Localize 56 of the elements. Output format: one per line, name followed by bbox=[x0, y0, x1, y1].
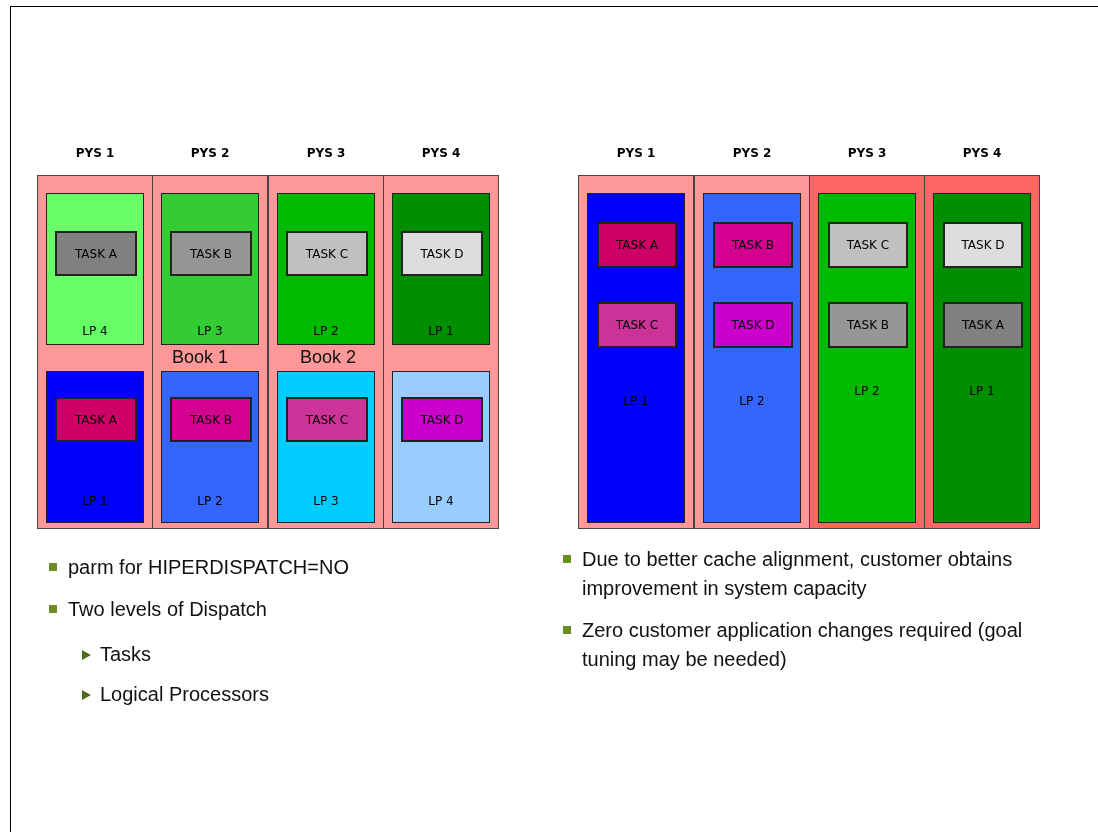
partition-label: LP 3 bbox=[196, 324, 224, 338]
task-box: TASK B bbox=[170, 231, 252, 276]
column-heading: PYS 2 bbox=[189, 146, 231, 160]
task-box: TASK C bbox=[286, 231, 368, 276]
task-box: TASK B bbox=[713, 222, 793, 268]
task-box: TASK D bbox=[401, 231, 483, 276]
partition-box bbox=[161, 371, 259, 523]
partition-box bbox=[277, 371, 375, 523]
partition-label: LP 1 bbox=[81, 494, 109, 508]
book-label: Book 2 bbox=[300, 346, 358, 369]
partition-label: LP 1 bbox=[427, 324, 455, 338]
partition-box bbox=[277, 193, 375, 345]
task-box: TASK D bbox=[401, 397, 483, 442]
partition-label: LP 4 bbox=[427, 494, 455, 508]
task-box: TASK A bbox=[55, 397, 137, 442]
column-heading: PYS 2 bbox=[731, 146, 773, 160]
task-box: TASK C bbox=[828, 222, 908, 268]
bullet-text: Tasks bbox=[100, 642, 153, 667]
partition-label: LP 1 bbox=[968, 384, 996, 398]
partition-box bbox=[392, 193, 490, 345]
partition-box bbox=[818, 193, 916, 523]
partition-label: LP 2 bbox=[312, 324, 340, 338]
partition-box bbox=[161, 193, 259, 345]
partition-box bbox=[46, 193, 144, 345]
task-box: TASK B bbox=[828, 302, 908, 348]
bullet-text: Logical Processors bbox=[100, 682, 270, 707]
task-box: TASK D bbox=[713, 302, 793, 348]
column-heading: PYS 4 bbox=[420, 146, 462, 160]
task-box: TASK A bbox=[943, 302, 1023, 348]
task-box: TASK D bbox=[943, 222, 1023, 268]
partition-label: LP 3 bbox=[312, 494, 340, 508]
bullet-text: parm for HIPERDISPATCH=NO bbox=[68, 555, 350, 580]
column-heading: PYS 1 bbox=[615, 146, 657, 160]
partition-label: LP 1 bbox=[622, 394, 650, 408]
book-label: Book 1 bbox=[172, 346, 230, 369]
partition-label: LP 2 bbox=[196, 494, 224, 508]
task-box: TASK A bbox=[597, 222, 677, 268]
partition-box bbox=[933, 193, 1031, 523]
column-heading: PYS 3 bbox=[846, 146, 888, 160]
task-box: TASK C bbox=[597, 302, 677, 348]
partition-label: LP 2 bbox=[738, 394, 766, 408]
partition-label: LP 2 bbox=[853, 384, 881, 398]
partition-box bbox=[46, 371, 144, 523]
partition-box bbox=[587, 193, 685, 523]
bullet-text: Zero customer application changes required (goal tuning may be needed) bbox=[582, 618, 1024, 672]
partition-box bbox=[392, 371, 490, 523]
task-box: TASK A bbox=[55, 231, 137, 276]
column-heading: PYS 1 bbox=[74, 146, 116, 160]
partition-box bbox=[703, 193, 801, 523]
task-box: TASK C bbox=[286, 397, 368, 442]
column-heading: PYS 3 bbox=[305, 146, 347, 160]
column-heading: PYS 4 bbox=[961, 146, 1003, 160]
partition-label: LP 4 bbox=[81, 324, 109, 338]
task-box: TASK B bbox=[170, 397, 252, 442]
bullet-text: Two levels of Dispatch bbox=[68, 597, 268, 622]
bullet-text: Due to better cache alignment, customer obtains improvement in system capacity bbox=[582, 547, 1014, 601]
